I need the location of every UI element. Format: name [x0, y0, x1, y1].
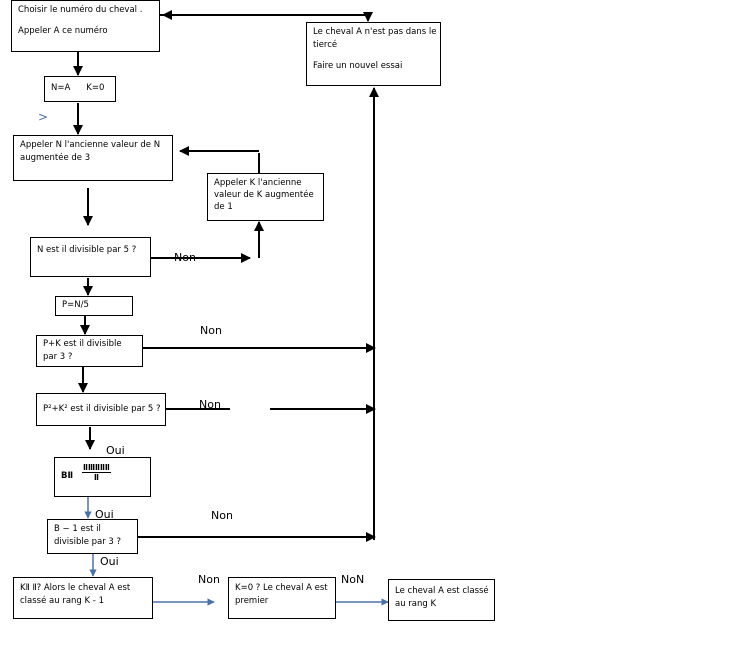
b-fraction: ⅡⅢⅡⅡⅡ Ⅱ — [82, 463, 111, 482]
chevron-glyph: > — [38, 110, 49, 124]
label-non-div5: Non — [174, 251, 196, 264]
label-non-p2k2: Non — [199, 398, 221, 411]
b-lhs: BⅡ — [61, 471, 74, 481]
p-def-box: P=N/5 — [55, 296, 133, 316]
b-div3-decision-box: B − 1 est il divisible par 3 ? — [47, 519, 138, 554]
div5-decision-box: N est il divisible par 5 ? — [30, 237, 151, 277]
n-plus3-box: Appeler N l'ancienne valeur de N augment… — [13, 135, 173, 181]
k-plus1-box: Appeler K l'ancienne valeur de K augment… — [207, 173, 324, 221]
label-oui-bdiv3: Oui — [100, 555, 119, 568]
p2k2-div5-decision-box: P²+K² est il divisible par 5 ? — [36, 393, 166, 426]
k-cond-box: KⅡ Ⅱ? Alors le cheval A est classé au ra… — [13, 577, 153, 619]
label-oui-bdef: Oui — [95, 508, 114, 521]
pk-div3-decision-box: P+K est il divisible par 3 ? — [36, 335, 143, 367]
label-non-pkdiv3: Non — [200, 324, 222, 337]
rank-k-box: Le cheval A est classé au rang K — [388, 579, 495, 621]
b-def-box: BⅡ ⅡⅢⅡⅡⅡ Ⅱ — [54, 457, 151, 497]
label-non-bdiv3: Non — [211, 509, 233, 522]
choose-horse-box: Choisir le numéro du cheval . Appeler A … — [11, 0, 160, 52]
label-non-kcond: Non — [198, 573, 220, 586]
not-tierce-box: Le cheval A n'est pas dans le tiercé Fai… — [306, 22, 441, 86]
label-non-k0: NoN — [341, 573, 365, 586]
k0-box: K=0 ? Le cheval A est premier — [228, 577, 336, 619]
label-oui-p2k2: Oui — [106, 444, 125, 457]
